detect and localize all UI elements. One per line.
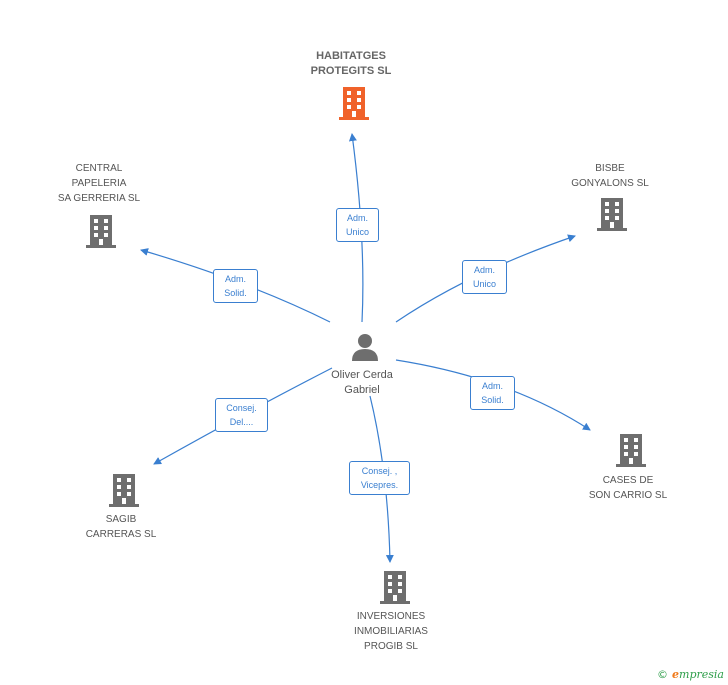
role-badge-habitatges: Adm. Unico (336, 208, 379, 242)
company-bisbe-building-icon[interactable] (595, 196, 629, 232)
company-cases-building-icon[interactable] (614, 432, 648, 468)
company-bisbe-name[interactable]: BISBE GONYALONS SL (571, 163, 649, 189)
company-central-name[interactable]: CENTRAL PAPELERIA SA GERRERIA SL (57, 163, 141, 204)
role-badge-bisbe: Adm. Unico (462, 260, 507, 294)
role-badge-sagib: Consej. Del.... (215, 398, 268, 432)
company-inversiones-building-icon[interactable] (378, 569, 412, 605)
company-sagib-name[interactable]: SAGIB CARRERAS SL (85, 514, 157, 540)
company-inversiones-name[interactable]: INVERSIONES INMOBILIARIAS PROGIB SL (354, 611, 428, 652)
main-company-building-icon[interactable] (337, 85, 371, 121)
brand-initial: e (672, 668, 680, 681)
company-central-building-icon[interactable] (84, 213, 118, 249)
main-company-name[interactable]: HABITATGES PROTEGITS SL (310, 50, 392, 77)
copyright-icon: © (657, 668, 669, 681)
company-cases-name[interactable]: CASES DE SON CARRIO SL (588, 475, 668, 501)
role-badge-central: Adm. Solid. (213, 269, 258, 303)
role-badge-cases: Adm. Solid. (470, 376, 515, 410)
empresia-logo[interactable]: ©empresia (657, 668, 724, 681)
person-name[interactable]: Oliver Cerda Gabriel (331, 369, 393, 396)
person-icon[interactable] (350, 332, 380, 362)
company-sagib-building-icon[interactable] (107, 472, 141, 508)
role-badge-inversiones: Consej. , Vicepres. (349, 461, 410, 495)
brand-name: mpresia (679, 668, 724, 681)
